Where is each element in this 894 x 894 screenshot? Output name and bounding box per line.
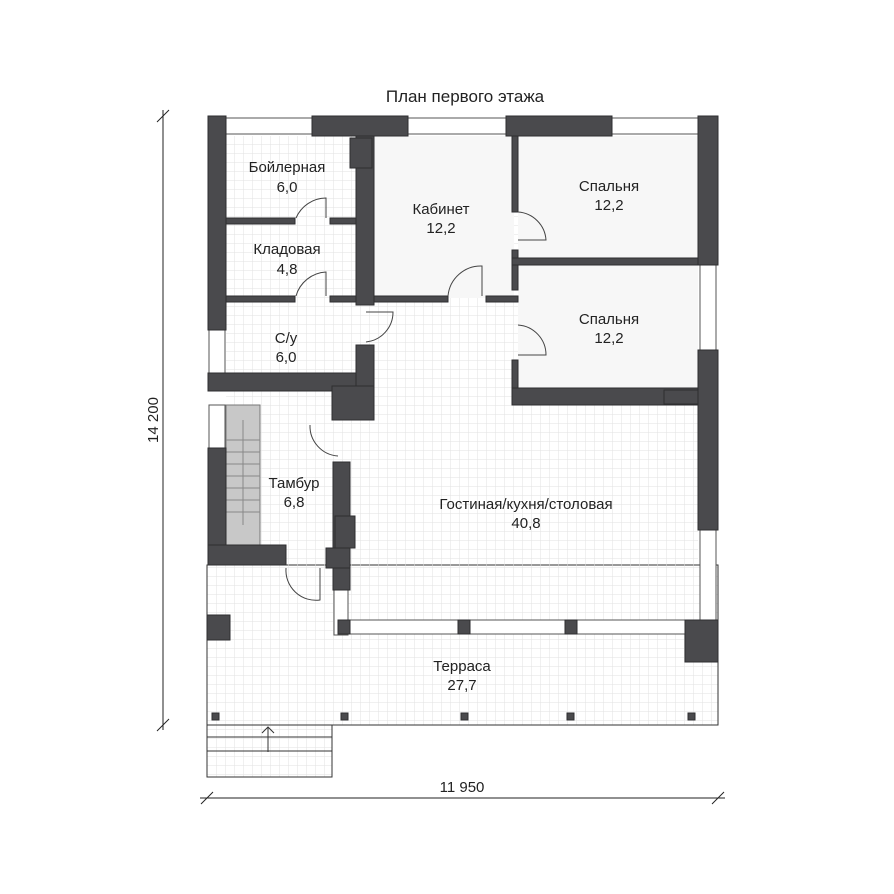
bedroom1-floor bbox=[518, 136, 698, 258]
room-area-living: 40,8 bbox=[511, 515, 540, 532]
room-name-living: Гостиная/кухня/столовая bbox=[439, 496, 612, 513]
room-area-cabinet: 12,2 bbox=[426, 220, 455, 237]
room-area-boiler: 6,0 bbox=[277, 179, 298, 196]
dimension-width-label: 11 950 bbox=[440, 779, 485, 796]
room-area-storage: 4,8 bbox=[277, 261, 298, 278]
dimension-height: 14 200 bbox=[145, 109, 170, 732]
room-area-bedroom-1: 12,2 bbox=[594, 197, 623, 214]
doors bbox=[285, 197, 547, 601]
bedroom2-floor bbox=[518, 265, 698, 388]
room-area-bedroom-2: 12,2 bbox=[594, 330, 623, 347]
staircase bbox=[225, 404, 261, 546]
walls bbox=[206, 115, 719, 663]
room-area-vestibule: 6,8 bbox=[284, 494, 305, 511]
cabinet-floor bbox=[374, 136, 514, 298]
terrace-posts bbox=[211, 712, 696, 721]
room-area-terrace: 27,7 bbox=[447, 677, 476, 694]
room-name-terrace: Терраса bbox=[433, 658, 491, 675]
dimension-height-label: 14 200 bbox=[145, 397, 162, 443]
dimension-width: 11 950 bbox=[200, 779, 725, 805]
plan-title: План первого этажа bbox=[386, 87, 545, 106]
room-name-bathroom: С/у bbox=[275, 330, 298, 347]
room-name-vestibule: Тамбур bbox=[269, 475, 320, 492]
room-name-bedroom-2: Спальня bbox=[579, 311, 639, 328]
room-name-boiler: Бойлерная bbox=[249, 159, 326, 176]
room-area-bathroom: 6,0 bbox=[276, 349, 297, 366]
room-name-cabinet: Кабинет bbox=[412, 201, 469, 218]
room-name-storage: Кладовая bbox=[253, 241, 320, 258]
room-name-bedroom-1: Спальня bbox=[579, 178, 639, 195]
